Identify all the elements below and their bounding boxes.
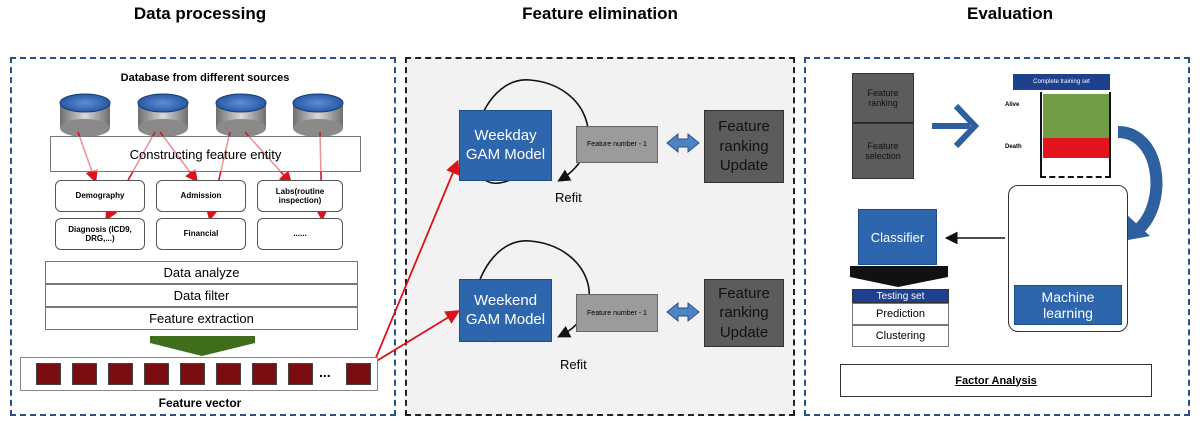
step-data-analyze: Data analyze <box>45 261 358 284</box>
testing-set-header: Testing set <box>852 289 949 303</box>
vector-cell <box>216 363 241 385</box>
feature-selection-box: Feature selection <box>852 123 914 179</box>
evaluation-panel <box>804 57 1190 416</box>
feature-labs: Labs(routine inspection) <box>257 180 343 212</box>
weekend-refit-label: Refit <box>560 357 587 372</box>
clustering-row: Clustering <box>852 325 949 347</box>
vector-to-model-arrows <box>374 159 461 363</box>
feature-vector-label: Feature vector <box>158 396 242 410</box>
weekday-update-label: Feature ranking Update <box>718 118 770 175</box>
feature-financial: Financial <box>156 218 246 250</box>
alive-label: Alive <box>1005 102 1020 108</box>
classifier-box: Classifier <box>858 209 937 265</box>
machine-learning-label: Machine learning <box>1041 288 1095 321</box>
vector-cell <box>72 363 97 385</box>
data-processing-title: Data processing <box>133 4 267 23</box>
weekday-feature-ranking-update: Feature ranking Update <box>704 110 784 183</box>
weekday-gam-model-label: Weekday GAM Model <box>465 126 546 163</box>
database-cylinder <box>137 93 189 137</box>
weekday-gam-model: Weekday GAM Model <box>459 110 552 181</box>
weekday-feature-number: Feature number - 1 <box>576 126 658 163</box>
machine-learning-box: Machine learning <box>1014 285 1122 325</box>
vector-ellipsis: ... <box>319 364 331 380</box>
feature-demography: Demography <box>55 180 145 212</box>
weekend-gam-model: Weekend GAM Model <box>459 279 552 342</box>
complete-training-set-label: Complete training set <box>1033 79 1090 85</box>
feature-more: ...... <box>257 218 343 250</box>
blue-right-arrow <box>932 103 980 149</box>
database-cylinder <box>215 93 267 137</box>
vector-cell <box>288 363 313 385</box>
blue-curved-arrow <box>1117 126 1163 233</box>
step-feature-extraction: Feature extraction <box>45 307 358 330</box>
classifier-label: Classifier <box>870 229 925 245</box>
vector-cell <box>36 363 61 385</box>
factor-analysis-label: Factor Analysis <box>955 374 1037 387</box>
evaluation-title: Evaluation <box>967 4 1053 23</box>
database-label: Database from different sources <box>120 72 290 84</box>
vector-cell <box>180 363 205 385</box>
weekend-gam-model-label: Weekend GAM Model <box>465 291 546 328</box>
death-label: Death <box>1005 144 1022 150</box>
vector-cell <box>252 363 277 385</box>
factor-analysis-box: Factor Analysis <box>840 364 1152 397</box>
database-cylinder <box>292 93 344 137</box>
feature-ranking-label: Feature ranking <box>867 88 899 108</box>
feature-admission: Admission <box>156 180 246 212</box>
alive-bar <box>1043 94 1110 138</box>
database-cylinder <box>59 93 111 137</box>
weekend-feature-ranking-update: Feature ranking Update <box>704 279 784 347</box>
weekend-feature-number: Feature number - 1 <box>576 294 658 332</box>
complete-training-set-header: Complete training set <box>1013 74 1110 90</box>
black-chevron <box>850 266 948 287</box>
green-funnel-arrow <box>150 336 255 356</box>
data-processing-panel <box>10 57 396 416</box>
constructing-feature-entity: Constructing feature entity <box>50 136 361 172</box>
constructing-feature-entity-label: Constructing feature entity <box>129 146 282 162</box>
double-arrow-weekend <box>666 301 700 323</box>
vector-cell <box>108 363 133 385</box>
vector-cell <box>346 363 371 385</box>
double-arrow-weekday <box>666 132 700 154</box>
step-data-filter: Data filter <box>45 284 358 307</box>
feature-diagnosis: Diagnosis (ICD9, DRG,...) <box>55 218 145 250</box>
feature-elimination-title: Feature elimination <box>522 4 678 23</box>
feature-ranking-box: Feature ranking <box>852 73 914 123</box>
death-bar <box>1043 138 1110 158</box>
weekday-refit-label: Refit <box>555 190 582 205</box>
feature-selection-label: Feature selection <box>865 141 901 161</box>
vector-cell <box>144 363 169 385</box>
feature-vector: ... <box>20 357 378 391</box>
prediction-row: Prediction <box>852 303 949 325</box>
training-set-bracket <box>1040 92 1111 178</box>
weekend-update-label: Feature ranking Update <box>718 284 770 341</box>
